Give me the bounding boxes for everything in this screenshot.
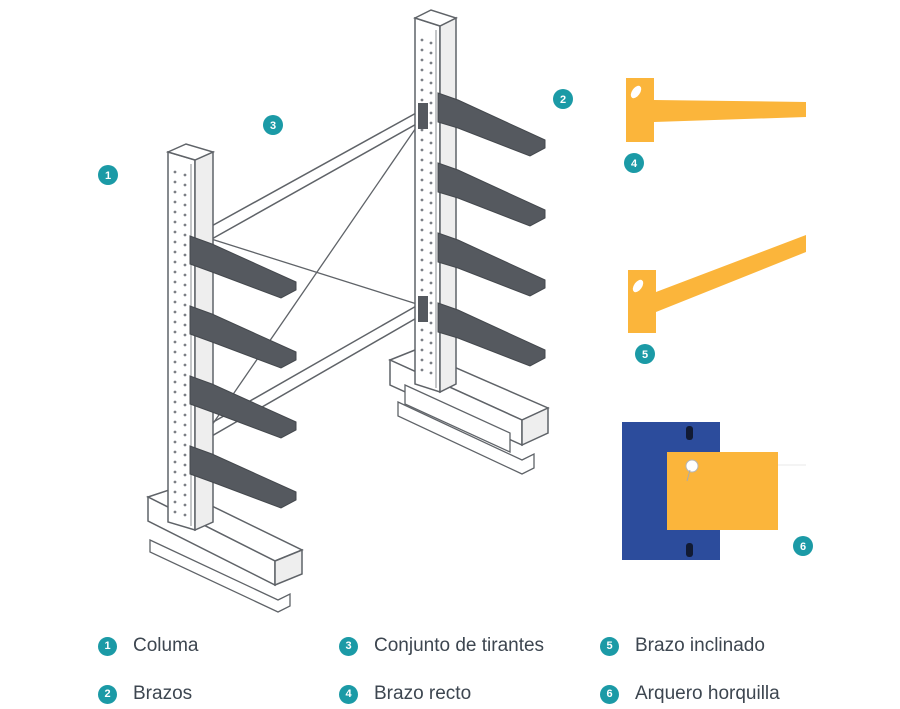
legend-badge-2: 2 <box>98 684 117 704</box>
straight-arm-shape <box>626 78 806 142</box>
left-arm-2 <box>189 305 297 369</box>
left-base-bottom <box>149 538 291 613</box>
legend-badge-3: 3 <box>339 636 358 656</box>
callout-badge-3: 3 <box>263 115 283 135</box>
svg-text:5: 5 <box>642 349 648 361</box>
right-column <box>388 9 550 475</box>
svg-text:1: 1 <box>105 170 111 182</box>
inclined-arm-slot <box>632 279 644 293</box>
legend-label-2: Brazos <box>133 683 193 704</box>
legend-item-4: 4 Brazo recto <box>339 682 471 706</box>
right-base-side <box>521 406 549 447</box>
legend-badge-6: 6 <box>600 684 619 704</box>
callout-badge-5: 5 <box>635 344 655 364</box>
left-arm-4 <box>189 445 297 509</box>
right-arm-plate-lower <box>418 296 428 322</box>
fork-arm-block <box>667 452 778 530</box>
callout-badge-4: 4 <box>624 153 644 173</box>
straight-arm-slot <box>630 85 642 99</box>
right-arms <box>437 92 546 367</box>
bracing-set <box>207 110 421 439</box>
inclined-arm-detail <box>628 235 806 333</box>
callout-badge-1: 1 <box>98 165 118 185</box>
left-arms <box>189 235 297 509</box>
fork-pin-icon <box>685 459 699 473</box>
callout-badges: 1 2 3 4 5 6 <box>98 89 813 556</box>
right-arm-2 <box>437 162 546 227</box>
legend-label-3: Conjunto de tirantes <box>374 635 545 656</box>
right-arm-3 <box>437 232 546 297</box>
right-arm-1 <box>437 92 546 157</box>
left-column <box>146 143 304 613</box>
svg-text:4: 4 <box>631 158 638 170</box>
left-column-holes <box>173 170 187 517</box>
legend-item-3: 3 Conjunto de tirantes <box>339 634 544 658</box>
left-column-top <box>165 143 216 161</box>
straight-arm-detail <box>626 78 806 142</box>
legend-item-5: 5 Brazo inclinado <box>600 634 765 658</box>
left-arm-3 <box>189 375 297 439</box>
fork-column-slot-top <box>686 426 693 440</box>
legend-label-6: Arquero horquilla <box>635 683 780 704</box>
right-arm-4 <box>437 302 546 367</box>
left-base-side <box>274 548 303 587</box>
legend-label-1: Columa <box>133 635 199 656</box>
legend-badge-1: 1 <box>98 636 117 656</box>
svg-text:3: 3 <box>270 120 276 132</box>
legend: 1 Columa 2 Brazos 3 Conjunto de tirantes… <box>0 618 900 709</box>
fork-bracket-detail <box>622 422 806 560</box>
upper-horizontal-brace <box>207 110 421 242</box>
right-arm-plate-upper <box>418 103 428 129</box>
left-arm-1 <box>189 235 297 299</box>
inclined-arm-shape <box>628 235 806 333</box>
callout-badge-2: 2 <box>553 89 573 109</box>
legend-badge-5: 5 <box>600 636 619 656</box>
callout-badge-6: 6 <box>793 536 813 556</box>
svg-text:6: 6 <box>800 541 806 553</box>
legend-label-5: Brazo inclinado <box>635 635 765 656</box>
legend-item-6: 6 Arquero horquilla <box>600 682 780 706</box>
legend-item-2: 2 Brazos <box>98 682 192 706</box>
right-base-bottom <box>397 400 535 475</box>
diagonal-tie-a <box>207 237 421 306</box>
legend-label-4: Brazo recto <box>374 683 472 704</box>
fork-column-slot-bottom <box>686 543 693 557</box>
right-column-top <box>413 9 458 27</box>
legend-badge-4: 4 <box>339 684 358 704</box>
diagonal-tie-b <box>211 121 421 426</box>
svg-text:2: 2 <box>560 94 566 106</box>
legend-item-1: 1 Columa <box>98 634 198 658</box>
right-base-web <box>404 383 511 454</box>
